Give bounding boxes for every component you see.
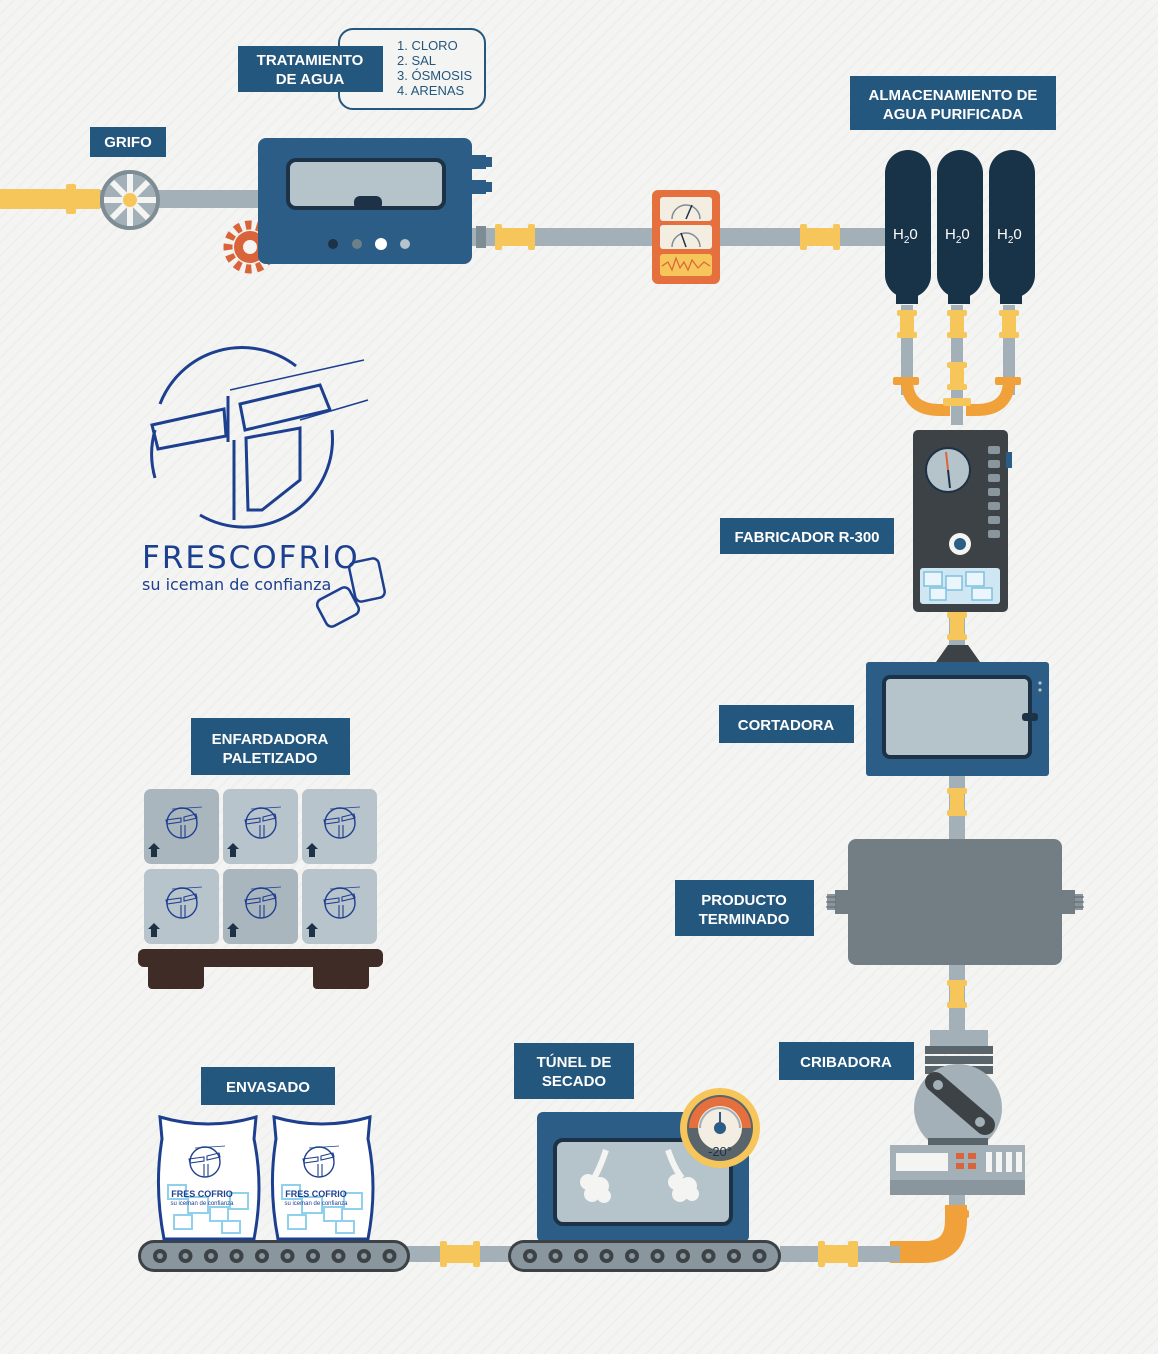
- this-side-up-arrow-icon: [306, 843, 318, 857]
- conveyor-roller-hub: [552, 1253, 559, 1259]
- conveyor-tunel: [508, 1240, 781, 1272]
- label-cortadora: CORTADORA: [719, 705, 854, 743]
- this-side-up-arrow-icon: [227, 923, 239, 937]
- finished-product-tank: [826, 839, 1084, 965]
- treatment-step: 1. CLORO: [397, 38, 458, 53]
- ice-bag: FRES COFRIO su iceman de confianza: [156, 1114, 261, 1241]
- treatment-step: 3. ÓSMOSIS: [397, 68, 472, 83]
- svg-text:TÚNEL DE: TÚNEL DE: [537, 1053, 612, 1071]
- label-almacenamiento: ALMACENAMIENTO DE AGUA PURIFICADA: [850, 76, 1056, 130]
- tank: [885, 150, 931, 304]
- conveyor-roller-hub: [731, 1253, 737, 1259]
- pallet-box: [223, 869, 298, 944]
- bag-tagline: su iceman de confianza: [284, 1201, 348, 1207]
- svg-text:PALETIZADO: PALETIZADO: [223, 750, 318, 767]
- svg-text:ENFARDADORA: ENFARDADORA: [212, 731, 329, 748]
- conveyor-roller-hub: [335, 1253, 342, 1259]
- svg-text:TERMINADO: TERMINADO: [699, 911, 790, 928]
- conveyor-roller-hub: [310, 1253, 316, 1259]
- treatment-step: 2. SAL: [397, 53, 436, 68]
- svg-text:ENVASADO: ENVASADO: [226, 1079, 310, 1096]
- tank: [937, 150, 983, 304]
- conveyor-roller-hub: [157, 1253, 163, 1259]
- pallet-box: [302, 869, 377, 944]
- svg-text:DE AGUA: DE AGUA: [276, 71, 345, 88]
- label-cribadora: CRIBADORA: [779, 1042, 914, 1080]
- pressure-gauge-box: [652, 190, 720, 284]
- brand-tagline: su iceman de confianza: [142, 575, 331, 594]
- funnel: [936, 645, 980, 662]
- conveyor-roller-hub: [705, 1253, 712, 1259]
- pipes: [0, 189, 1015, 1263]
- conveyor-roller-hub: [259, 1253, 265, 1259]
- tank: [989, 150, 1035, 304]
- svg-text:GRIFO: GRIFO: [104, 134, 152, 151]
- conveyor-roller-hub: [208, 1253, 214, 1259]
- conveyor-roller-hub: [527, 1253, 533, 1259]
- tank-label-1: H20: [893, 226, 918, 246]
- label-producto-terminado: PRODUCTO TERMINADO: [675, 880, 814, 936]
- conveyor-roller-hub: [603, 1253, 610, 1259]
- pallet-box: [144, 869, 219, 944]
- label-envasado: ENVASADO: [201, 1067, 335, 1105]
- treatment-step: 4. ARENAS: [397, 83, 465, 98]
- steam-cloud-icon: [665, 1149, 699, 1202]
- label-tratamiento: TRATAMIENTO DE AGUA: [238, 46, 383, 92]
- conveyor-roller-hub: [284, 1253, 291, 1259]
- conveyor-roller-hub: [629, 1253, 635, 1259]
- conveyor-roller-hub: [233, 1253, 240, 1259]
- conveyor-roller-hub: [182, 1253, 189, 1259]
- cutting-machine: [866, 662, 1049, 776]
- this-side-up-arrow-icon: [148, 923, 160, 937]
- label-fabricador: FABRICADOR R-300: [720, 518, 894, 554]
- pallet-box: [144, 789, 219, 864]
- this-side-up-arrow-icon: [306, 923, 318, 937]
- palletized-boxes: [138, 789, 383, 989]
- label-grifo: GRIFO: [90, 127, 166, 157]
- valve-wheel-icon: [100, 170, 160, 230]
- ice-maker-machine: [913, 430, 1012, 612]
- pipe-couplings: [66, 184, 1021, 1267]
- this-side-up-arrow-icon: [148, 843, 160, 857]
- conveyor-roller-hub: [756, 1253, 763, 1259]
- screening-machine: [890, 1030, 1025, 1195]
- bag-brand-name: FRES COFRIO: [285, 1189, 347, 1199]
- pallet-box: [223, 789, 298, 864]
- brand-name: FRESCOFRIO: [142, 540, 360, 576]
- water-treatment-machine: [223, 138, 492, 274]
- svg-text:PRODUCTO: PRODUCTO: [701, 892, 787, 909]
- conveyor-roller-hub: [680, 1253, 686, 1259]
- svg-text:CRIBADORA: CRIBADORA: [800, 1054, 892, 1071]
- bag-brand-name: FRES COFRIO: [171, 1189, 233, 1199]
- bag-tagline: su iceman de confianza: [170, 1201, 234, 1207]
- drying-tunnel: -20°: [537, 1088, 760, 1242]
- temperature-readout: -20°: [708, 1144, 732, 1159]
- thermometer-dial-icon: -20°: [680, 1088, 760, 1168]
- svg-text:CORTADORA: CORTADORA: [738, 717, 835, 734]
- steam-cloud-icon: [580, 1149, 611, 1203]
- pallet-box: [302, 789, 377, 864]
- conveyor-roller-hub: [654, 1253, 661, 1259]
- conveyor-roller-hub: [578, 1253, 584, 1259]
- conveyor-roller-hub: [361, 1253, 367, 1259]
- svg-text:ALMACENAMIENTO DE: ALMACENAMIENTO DE: [869, 87, 1038, 104]
- svg-text:AGUA PURIFICADA: AGUA PURIFICADA: [883, 106, 1023, 123]
- ice-bag: FRES COFRIO su iceman de confianza: [270, 1114, 375, 1241]
- svg-text:SECADO: SECADO: [542, 1073, 607, 1090]
- tank-label-3: H20: [997, 226, 1022, 246]
- purified-water-tanks: H20 H20 H20: [885, 150, 1035, 304]
- label-tunel-secado: TÚNEL DE SECADO: [514, 1043, 634, 1099]
- frescofrio-logo: FRESCOFRIO su iceman de confianza: [142, 346, 386, 628]
- conveyor-envasado: [138, 1240, 410, 1272]
- label-enfardadora: ENFARDADORA PALETIZADO: [191, 718, 350, 775]
- svg-text:FABRICADOR R-300: FABRICADOR R-300: [734, 529, 879, 546]
- this-side-up-arrow-icon: [227, 843, 239, 857]
- svg-text:TRATAMIENTO: TRATAMIENTO: [257, 52, 364, 69]
- conveyor-roller-hub: [386, 1253, 393, 1259]
- tank-label-2: H20: [945, 226, 970, 246]
